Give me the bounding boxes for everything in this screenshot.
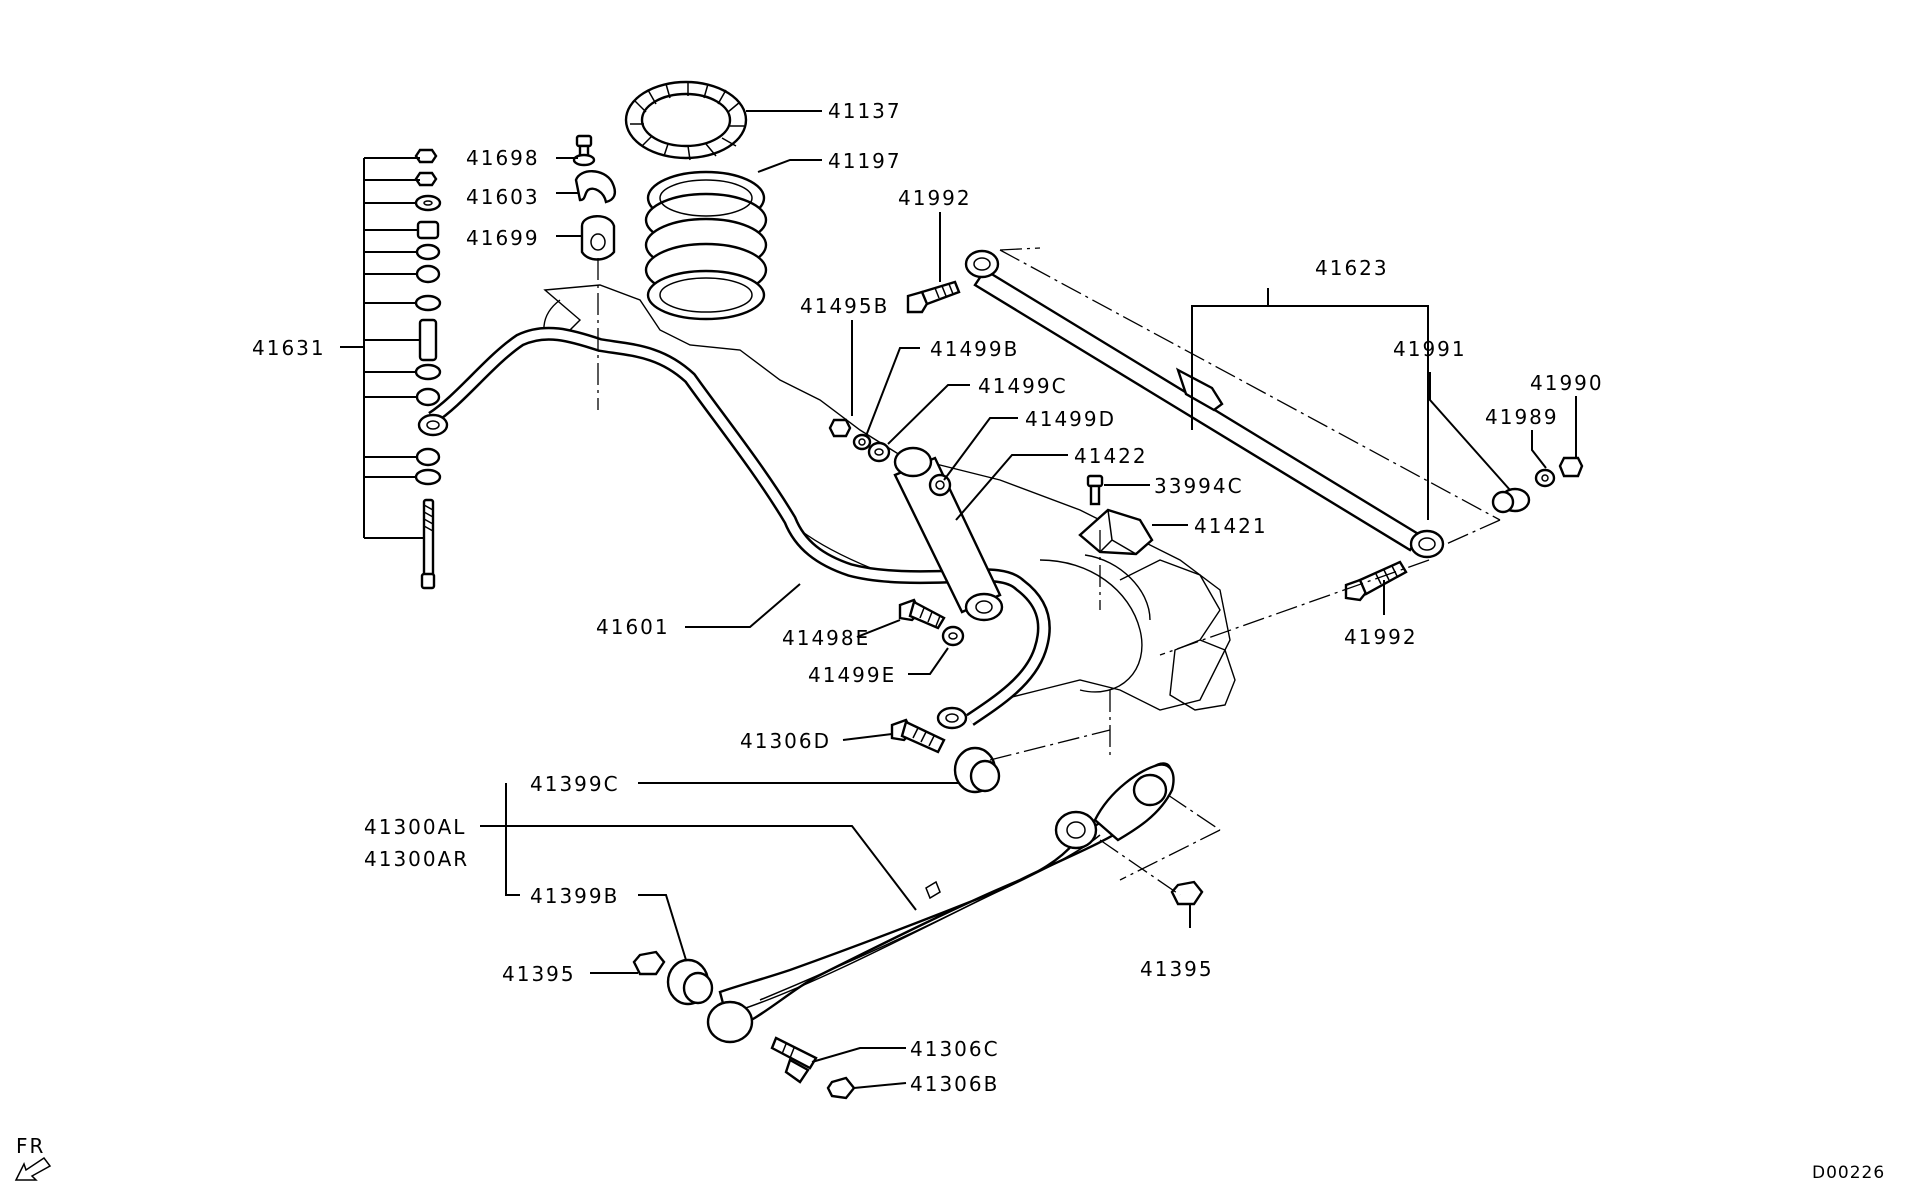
stabilizer-link-kit-41631 bbox=[340, 148, 442, 590]
spring-seat-41137 bbox=[624, 80, 748, 161]
front-direction-marker: FR bbox=[14, 1134, 52, 1181]
bolt-33994C bbox=[1086, 474, 1104, 506]
front-marker-label: FR bbox=[16, 1134, 45, 1158]
label-41992-top: 41992 bbox=[898, 186, 972, 210]
label-41306D: 41306D bbox=[740, 729, 831, 753]
nut-41990 bbox=[1558, 456, 1584, 478]
washer-41989 bbox=[1534, 468, 1556, 488]
front-arrow-icon bbox=[14, 1156, 52, 1181]
bolt-41992-bottom bbox=[1344, 560, 1408, 602]
label-41306C: 41306C bbox=[910, 1037, 1000, 1061]
label-41631: 41631 bbox=[252, 336, 326, 360]
nut-41395-right bbox=[1170, 880, 1204, 906]
label-41399C: 41399C bbox=[530, 772, 620, 796]
label-41499E: 41499E bbox=[808, 663, 896, 687]
label-41495B: 41495B bbox=[800, 294, 889, 318]
label-41197: 41197 bbox=[828, 149, 902, 173]
coil-spring-41197 bbox=[644, 170, 768, 321]
leader-lines bbox=[480, 110, 1577, 1089]
nut-41395-left bbox=[632, 950, 666, 976]
bolt-41498E bbox=[898, 598, 946, 630]
bushing-41399B bbox=[666, 958, 714, 1006]
label-41698: 41698 bbox=[466, 146, 540, 170]
bushing-41399C bbox=[953, 746, 1001, 794]
stabilizer-bushing-41699 bbox=[580, 215, 616, 261]
label-41421: 41421 bbox=[1194, 514, 1268, 538]
label-41137: 41137 bbox=[828, 99, 902, 123]
bolt-41992-top bbox=[906, 280, 961, 314]
stabilizer-bracket-41603 bbox=[574, 170, 617, 204]
label-41300AL: 41300AL bbox=[364, 815, 466, 839]
label-33994C: 33994C bbox=[1154, 474, 1244, 498]
bolt-41306D bbox=[890, 718, 946, 754]
washer-41499C bbox=[867, 441, 891, 463]
label-41991: 41991 bbox=[1393, 337, 1467, 361]
label-41300AR: 41300AR bbox=[364, 847, 469, 871]
label-41399B: 41399B bbox=[530, 884, 619, 908]
bump-stopper-41421 bbox=[1078, 508, 1154, 556]
label-41499D: 41499D bbox=[1025, 407, 1116, 431]
bushing-41991 bbox=[1491, 487, 1531, 514]
bolt-41306C bbox=[770, 1036, 818, 1084]
lower-arm-41300 bbox=[706, 762, 1175, 1044]
label-41498E: 41498E bbox=[782, 626, 870, 650]
label-41422: 41422 bbox=[1074, 444, 1148, 468]
shock-absorber-41422 bbox=[893, 446, 1004, 622]
bolt-41306B bbox=[826, 1076, 856, 1100]
label-41989: 41989 bbox=[1485, 405, 1559, 429]
label-41990: 41990 bbox=[1530, 371, 1604, 395]
nut-41495B bbox=[828, 418, 852, 438]
washer-41499D bbox=[928, 473, 952, 497]
part-labels: 41137 41197 41698 41603 41699 41992 4162… bbox=[252, 99, 1604, 1096]
washer-41499B bbox=[852, 433, 872, 451]
centerlines bbox=[597, 247, 1501, 896]
label-41499C: 41499C bbox=[978, 374, 1068, 398]
lateral-rod-41623 bbox=[964, 249, 1445, 559]
washer-41499E bbox=[941, 625, 965, 647]
label-41306B: 41306B bbox=[910, 1072, 999, 1096]
label-41699: 41699 bbox=[466, 226, 540, 250]
label-41395-left: 41395 bbox=[502, 962, 576, 986]
label-41499B: 41499B bbox=[930, 337, 1019, 361]
label-41992-bottom: 41992 bbox=[1344, 625, 1418, 649]
label-41603: 41603 bbox=[466, 185, 540, 209]
label-41395-right: 41395 bbox=[1140, 957, 1214, 981]
label-41601: 41601 bbox=[596, 615, 670, 639]
stabilizer-bracket-bolt-41698 bbox=[572, 134, 596, 167]
label-41623: 41623 bbox=[1315, 256, 1389, 280]
diagram-code: D00226 bbox=[1812, 1163, 1885, 1183]
